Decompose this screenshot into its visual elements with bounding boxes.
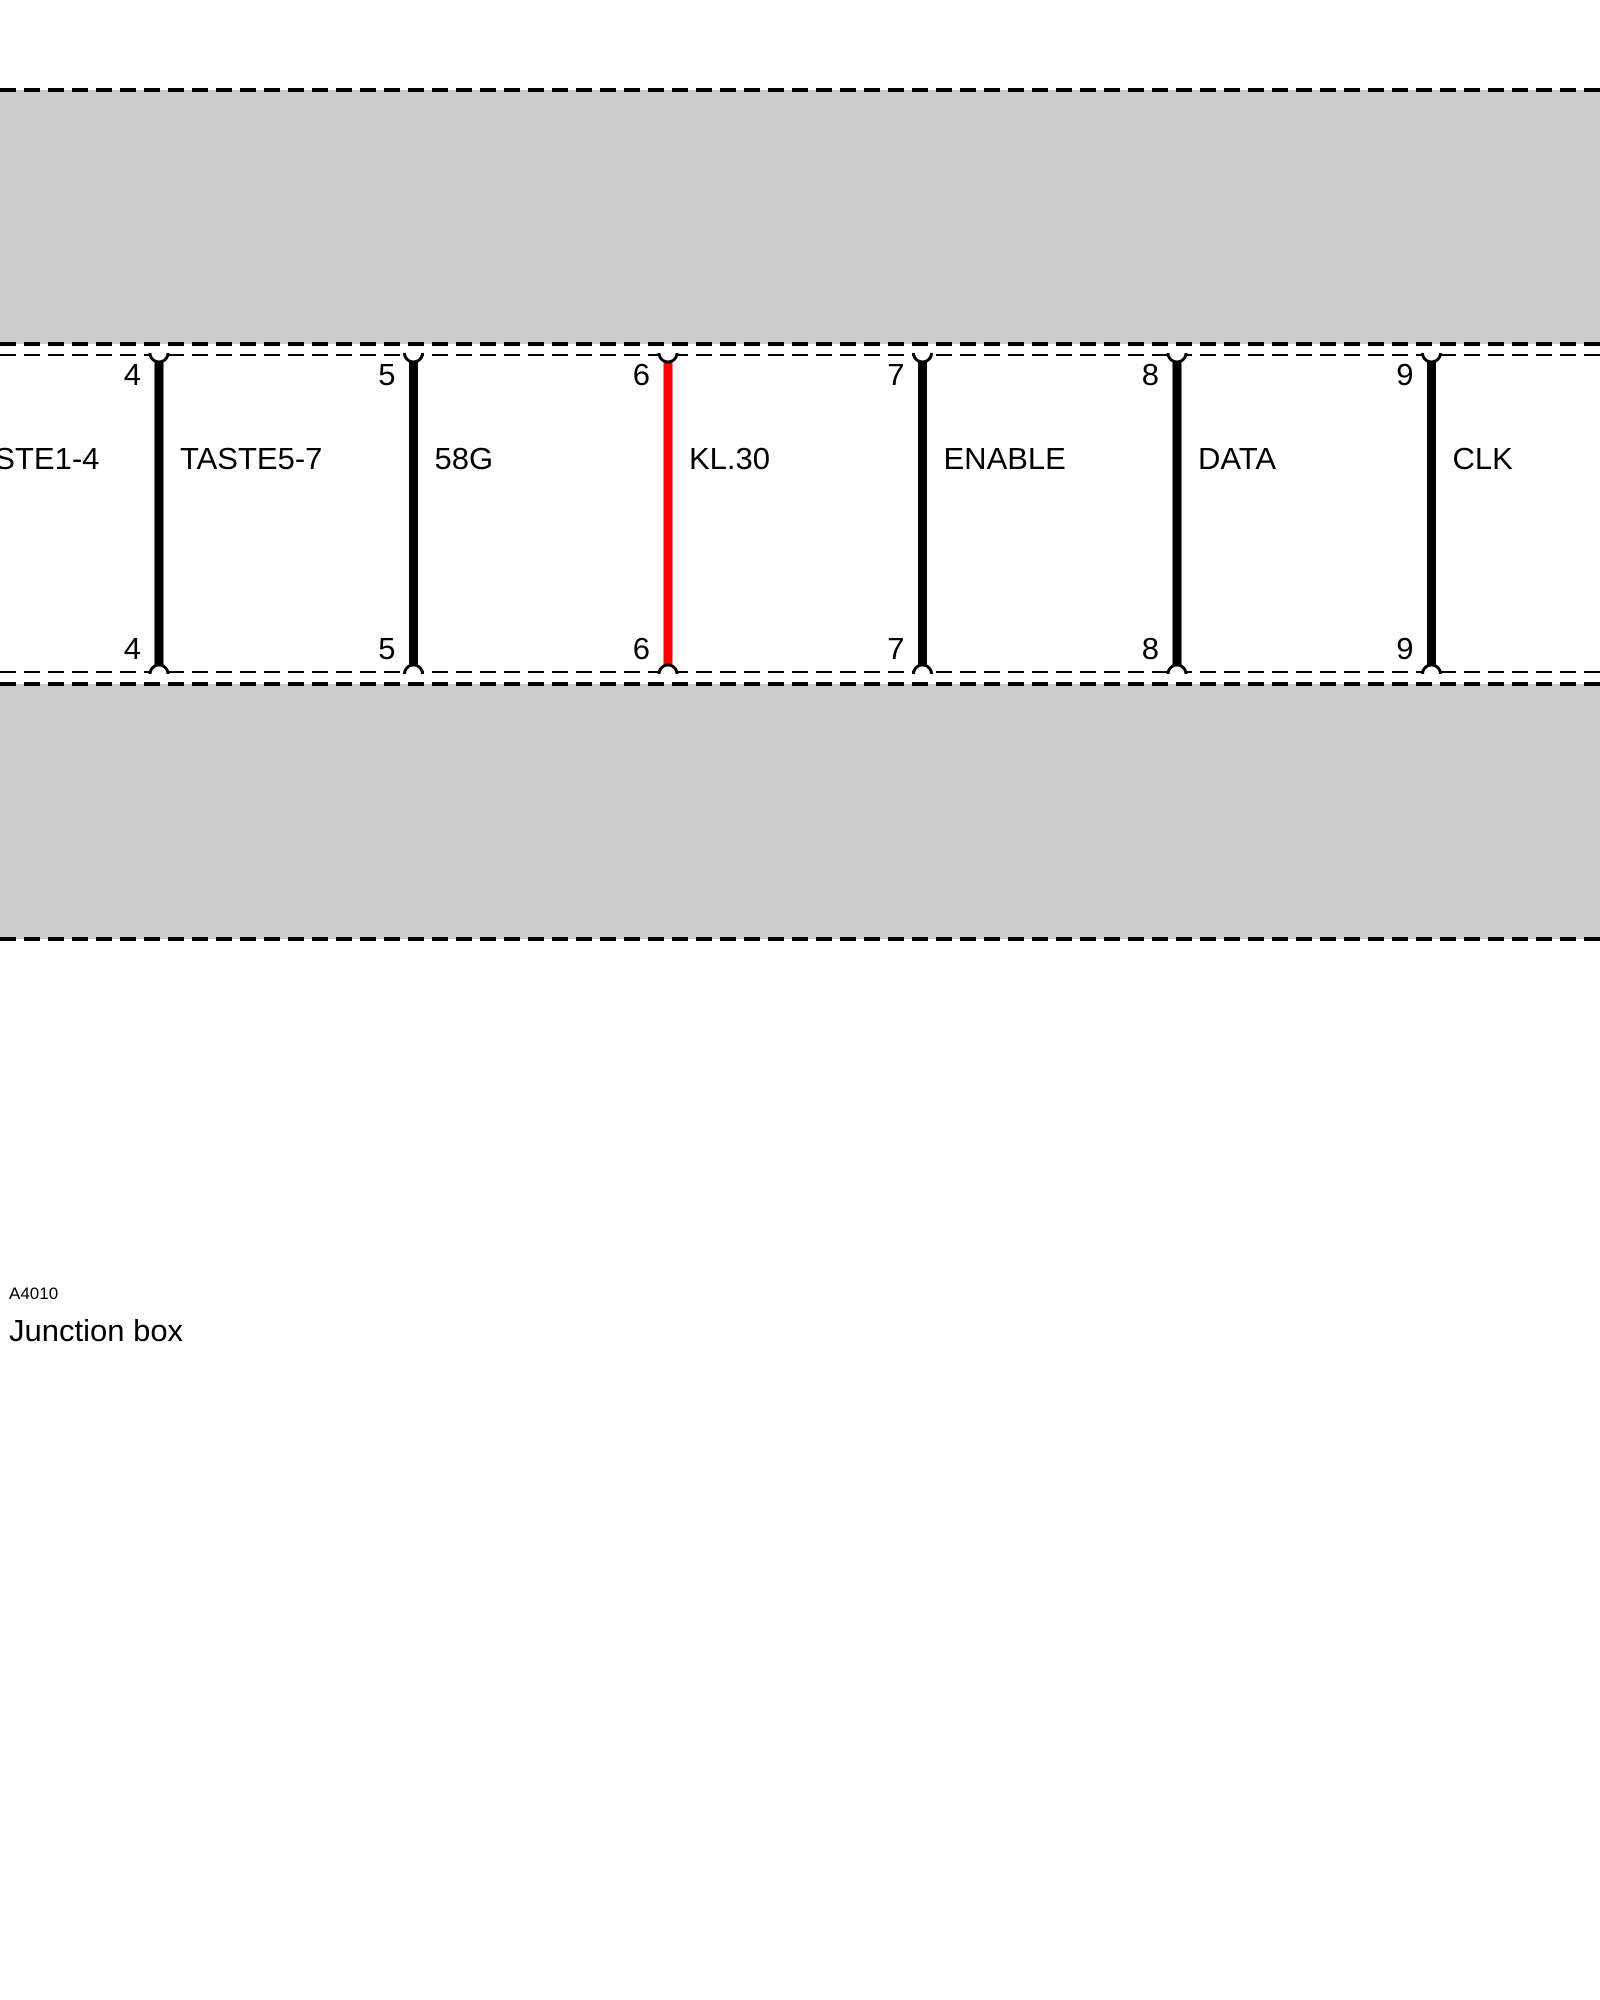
bottom-connector <box>0 682 1600 941</box>
wire-label-enable: ENABLE <box>944 441 1066 476</box>
pin-top-clk: 9 <box>1396 357 1413 392</box>
wire-label-taste5-7: TASTE5-7 <box>180 441 322 476</box>
terminal-bottom-enable <box>912 663 933 675</box>
terminal-top-58g <box>403 352 424 364</box>
terminal-bottom-clk <box>1421 663 1442 675</box>
terminal-top-data <box>1166 352 1188 364</box>
pin-bottom-taste5-7: 4 <box>124 631 141 666</box>
wire-label-clk: CLK <box>1453 441 1514 476</box>
wire-label-data: DATA <box>1198 441 1276 476</box>
bottom-connector-fill <box>0 684 1600 939</box>
wire-58g: 5 5 58G <box>378 352 494 675</box>
wires-group: 44TASTE5-75558G66KL.3077ENABLE88DATA99CL… <box>124 352 1514 675</box>
top-connector-fill <box>0 90 1600 344</box>
wire-label-58g: 58G <box>435 441 494 476</box>
terminal-bottom-data <box>1166 663 1188 675</box>
pin-bottom-58g: 5 <box>378 631 395 666</box>
terminal-top-clk <box>1421 352 1442 364</box>
top-connector <box>0 88 1600 346</box>
wire-label-kl-30: KL.30 <box>689 441 770 476</box>
component-name: Junction box <box>9 1313 184 1348</box>
component-id: A4010 <box>9 1284 58 1303</box>
pin-top-kl-30: 6 <box>633 357 650 392</box>
pin-bottom-kl-30: 6 <box>633 631 650 666</box>
pin-bottom-clk: 9 <box>1396 631 1413 666</box>
pin-top-data: 8 <box>1142 357 1159 392</box>
terminal-bottom-58g <box>403 663 424 675</box>
terminal-bottom-taste5-7 <box>148 663 170 675</box>
pin-top-taste5-7: 4 <box>124 357 141 392</box>
terminal-top-taste5-7 <box>148 352 170 364</box>
terminal-top-enable <box>912 352 933 364</box>
pin-bottom-enable: 7 <box>887 631 904 666</box>
pin-bottom-data: 8 <box>1142 631 1159 666</box>
terminal-bottom-kl-30 <box>657 663 679 675</box>
wire-taste1-4: TASTE1-4 <box>0 441 99 476</box>
pin-top-enable: 7 <box>887 357 904 392</box>
wire-label-taste1-4: TASTE1-4 <box>0 441 99 476</box>
terminal-top-kl-30 <box>657 352 679 364</box>
pin-top-58g: 5 <box>378 357 395 392</box>
